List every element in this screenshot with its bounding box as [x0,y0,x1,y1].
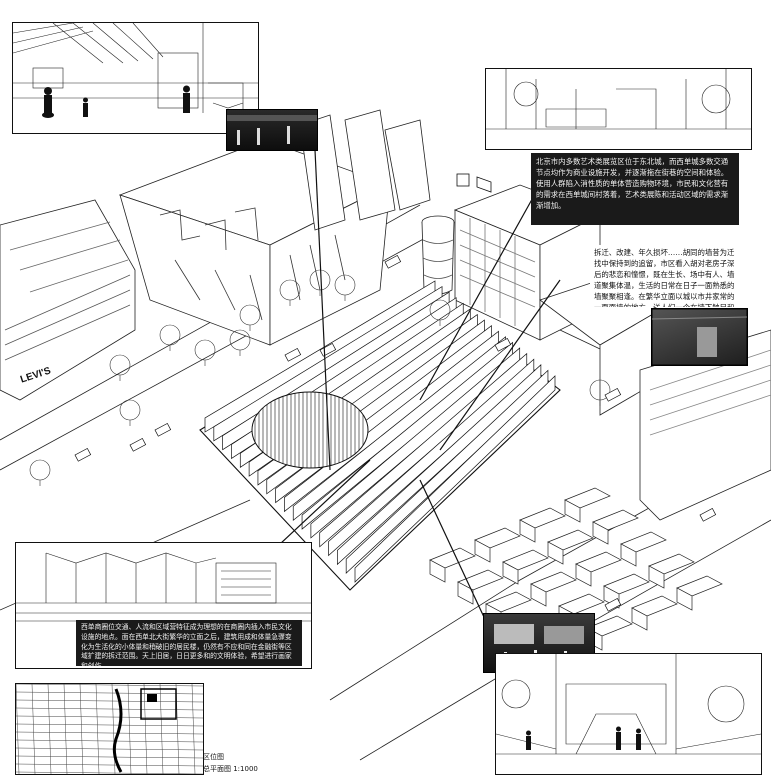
hutong-house-wall [519,519,536,543]
hutong-house-wall [530,583,547,607]
mall-building-left [0,199,136,401]
tree-canopy [109,354,131,376]
tree-canopy [194,339,216,361]
map-water [112,688,123,773]
hutong-house-wall [564,499,581,523]
note-hutong-memory: 拆迁、改建、年久损坏……胡同的墙昔为迁找中保持到的追留，市区看入胡对老房子深后的… [590,245,745,307]
street-trees [29,269,611,486]
site-photo-old-wall [651,308,748,366]
map-street [16,763,203,767]
map-street [16,715,203,719]
hutong-house-wall [575,563,592,587]
hutong-house-wall [592,521,609,545]
photo-content-wall [652,309,747,365]
map-street [16,691,203,695]
map-street [16,723,203,727]
car [74,447,92,462]
retail-block-side [269,184,391,346]
cube-module-icon [456,173,492,193]
map-street [79,684,84,774]
perspective-sketch-interior [13,23,258,118]
map-site-marker [140,688,177,720]
hutong-house-wall [474,539,491,563]
map-street [16,699,203,703]
hutong-house-wall [547,541,564,565]
map-street [16,747,203,751]
street-cars [74,254,717,612]
site-plan-caption: 总平面图 1:1000 [203,765,258,773]
tower-cluster [344,109,396,221]
hutong-house-wall [620,543,637,567]
leader-lines [219,149,561,631]
cylinder-tower-bands [422,239,454,279]
hutong-house-wall [631,607,648,631]
location-map-drawing [16,684,203,774]
perspective-panel-top-left [12,22,259,134]
tree-canopy [29,459,51,481]
map-street [16,684,203,687]
map-street [16,731,203,735]
location-map-caption: 区位图 [203,753,224,761]
photo-content-figures [227,115,317,145]
map-street [127,684,132,774]
map-street [191,684,196,774]
map-street [16,684,20,774]
mall-roof-grid [9,221,129,293]
map-street [63,684,68,774]
car [699,507,717,522]
ribbon-wall-group [204,280,556,583]
tree-canopy [119,399,141,421]
cylinder-tower-body [421,221,455,295]
car [284,347,302,362]
retail-facade-pattern [159,207,346,321]
perspective-panel-bottom-right [495,653,762,775]
map-street [16,755,203,759]
car [494,337,512,352]
note-art-exhibition-context: 北京市内多数艺术类展览区位于东北城，而西单城多数交通节点均作为商业设施开发，并逐… [531,153,739,225]
right-building-stripes [649,349,771,436]
hutong-house-wall [457,581,474,605]
map-street [16,707,203,711]
tree-canopy [159,324,181,346]
car [319,342,337,357]
hutong-house-wall [648,565,665,589]
map-street [31,684,36,774]
map-street [143,684,148,774]
location-map [15,683,204,775]
map-site-block [147,694,157,702]
car [604,597,622,612]
perspective-sketch-street [486,69,751,130]
right-building-large [639,329,771,521]
mall-facade-grid [4,274,131,361]
car [384,254,402,269]
map-street [47,684,52,774]
ribbon-wall [354,375,556,583]
car [129,437,147,452]
perspective-sketch-courtyard [496,654,761,755]
map-street [95,684,100,774]
note-xidan-commercial-context: 西单商圈位交通、人流和区域营特征成为理想的在商圈内插入市民文化设施的地点。面在西… [76,620,302,666]
map-street [159,684,164,774]
hutong-house-wall [676,587,693,611]
map-street [16,739,203,743]
car [604,387,622,402]
perspective-panel-top-right [485,68,752,150]
circular-plaza [251,391,369,469]
tower-cluster [384,119,431,211]
map-street [16,771,203,774]
hutong-house-wall [429,559,446,583]
car [154,422,172,437]
site-photo-crowd [226,109,318,151]
hutong-house-wall [502,561,519,585]
